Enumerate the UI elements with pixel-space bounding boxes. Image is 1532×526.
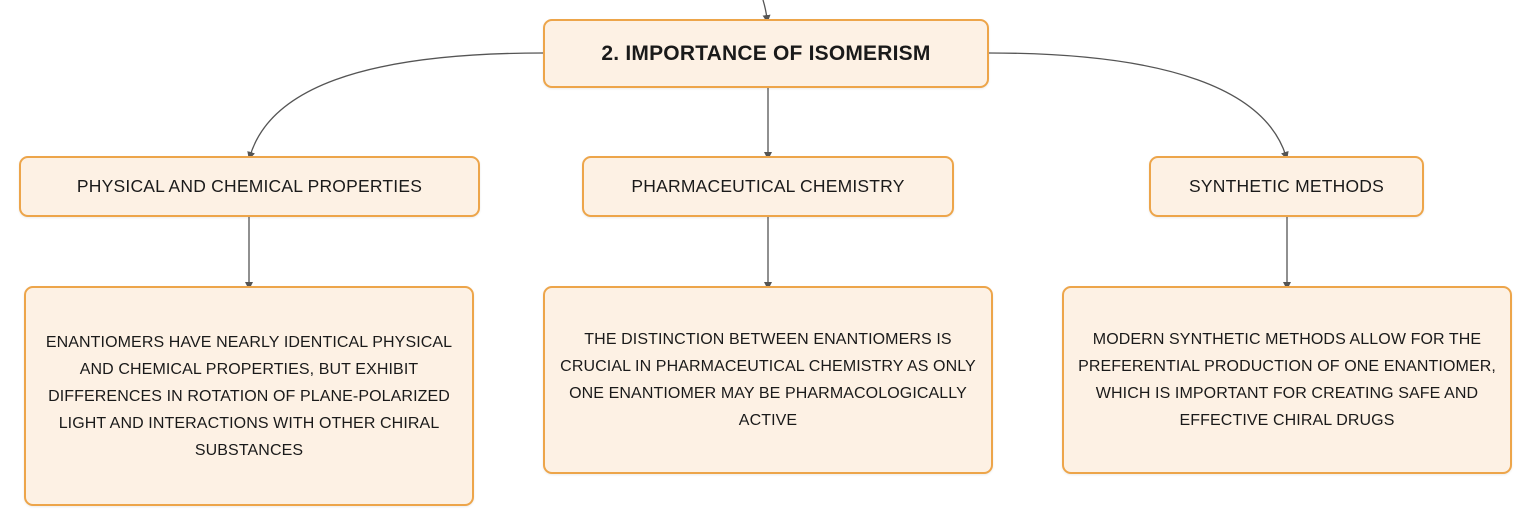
branch-node-label: PHARMACEUTICAL CHEMISTRY (631, 176, 905, 196)
branch-node-label: PHYSICAL AND CHEMICAL PROPERTIES (76, 176, 423, 196)
connector-root-to-synthetic (988, 52, 1289, 160)
detail-node-physical-chemical-properties[interactable]: ENANTIOMERS HAVE NEARLY IDENTICAL PHYSIC… (24, 286, 474, 506)
incoming-connector (762, 0, 771, 23)
detail-node-text: THE DISTINCTION BETWEEN ENANTIOMERS IS C… (560, 331, 976, 429)
branch-node-label: SYNTHETIC METHODS (1189, 176, 1384, 196)
detail-node-pharmaceutical-chemistry[interactable]: THE DISTINCTION BETWEEN ENANTIOMERS IS C… (543, 286, 993, 474)
branch-node-physical-chemical-properties[interactable]: PHYSICAL AND CHEMICAL PROPERTIES (19, 156, 480, 217)
branch-node-pharmaceutical-chemistry[interactable]: PHARMACEUTICAL CHEMISTRY (582, 156, 954, 217)
detail-node-text: ENANTIOMERS HAVE NEARLY IDENTICAL PHYSIC… (45, 333, 453, 459)
connector-root-to-physical (247, 52, 544, 160)
branch-node-synthetic-methods[interactable]: SYNTHETIC METHODS (1149, 156, 1424, 217)
root-node[interactable]: 2. IMPORTANCE OF ISOMERISM (543, 19, 989, 88)
detail-node-synthetic-methods[interactable]: MODERN SYNTHETIC METHODS ALLOW FOR THE P… (1062, 286, 1512, 474)
root-node-label: 2. IMPORTANCE OF ISOMERISM (601, 41, 931, 65)
detail-node-text: MODERN SYNTHETIC METHODS ALLOW FOR THE P… (1078, 331, 1496, 429)
